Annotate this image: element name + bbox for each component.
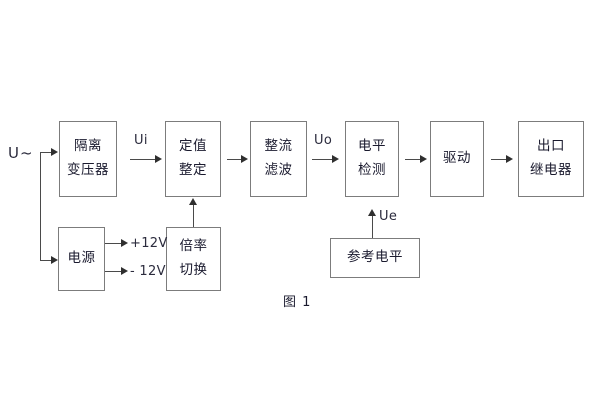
wire-reference-level-to-level-detect bbox=[372, 216, 373, 238]
wire-drive-to-output-relay bbox=[491, 159, 508, 160]
input-branch-trunk bbox=[40, 152, 41, 260]
input-feed-top-wire bbox=[40, 152, 52, 153]
input-feed-bottom-wire bbox=[40, 260, 52, 261]
block-power-supply-line-1: 电源 bbox=[67, 250, 96, 267]
block-level-detect: 电平 检测 bbox=[345, 121, 399, 197]
wire-ratio-switch-to-setting bbox=[193, 205, 194, 227]
arrow-power-supply-neg12v-icon bbox=[121, 267, 128, 275]
block-isolation-transformer-line-1: 隔离 bbox=[74, 138, 102, 155]
input-signal-label: U~ bbox=[8, 144, 34, 162]
block-ratio-switch-line-2: 切换 bbox=[179, 262, 208, 278]
arrow-reference-level-to-level-detect-icon bbox=[368, 209, 376, 216]
block-reference-level-line-1: 参考电平 bbox=[347, 249, 403, 266]
wire-power-supply-neg12v bbox=[105, 271, 123, 272]
block-output-relay: 出口 继电器 bbox=[518, 121, 584, 197]
block-rectify-filter-line-2: 滤波 bbox=[264, 162, 293, 178]
block-setting-value: 定值 整定 bbox=[165, 121, 221, 197]
block-isolation-transformer-line-2: 变压器 bbox=[67, 162, 109, 178]
arrow-rectify-to-level-detect-icon bbox=[332, 155, 339, 163]
input-feed-top-arrow-icon bbox=[51, 148, 58, 156]
arrow-isolation-to-setting-icon bbox=[155, 155, 162, 163]
block-drive-line-1: 驱动 bbox=[443, 150, 471, 167]
arrow-setting-to-rectify-icon bbox=[241, 155, 248, 163]
arrow-drive-to-output-relay-icon bbox=[506, 155, 513, 163]
block-output-relay-line-1: 出口 bbox=[537, 138, 565, 155]
block-output-relay-line-2: 继电器 bbox=[530, 162, 572, 178]
signal-label-ui: Ui bbox=[134, 133, 148, 148]
block-ratio-switch: 倍率 切换 bbox=[166, 227, 221, 291]
arrow-power-supply-pos12v-icon bbox=[121, 239, 128, 247]
wire-power-supply-pos12v bbox=[105, 243, 123, 244]
block-rectify-filter-line-1: 整流 bbox=[264, 138, 293, 155]
block-rectify-filter: 整流 滤波 bbox=[250, 121, 307, 197]
block-ratio-switch-line-1: 倍率 bbox=[179, 238, 208, 255]
wire-level-detect-to-drive bbox=[405, 159, 422, 160]
arrow-ratio-switch-to-setting-icon bbox=[189, 198, 197, 205]
block-level-detect-line-1: 电平 bbox=[358, 138, 386, 155]
block-reference-level: 参考电平 bbox=[330, 238, 420, 278]
block-setting-value-line-2: 整定 bbox=[179, 162, 207, 178]
signal-label-ue: Ue bbox=[379, 209, 398, 224]
block-drive: 驱动 bbox=[430, 121, 484, 197]
block-power-supply: 电源 bbox=[58, 227, 105, 291]
signal-label-neg12v: - 12V bbox=[130, 264, 166, 279]
wire-rectify-to-level-detect bbox=[312, 159, 334, 160]
wire-isolation-to-setting bbox=[130, 159, 156, 160]
input-feed-bottom-arrow-icon bbox=[51, 256, 58, 264]
figure-caption: 图 1 bbox=[283, 295, 312, 310]
arrow-level-detect-to-drive-icon bbox=[420, 155, 427, 163]
block-setting-value-line-1: 定值 bbox=[179, 138, 207, 155]
block-isolation-transformer: 隔离 变压器 bbox=[59, 121, 117, 197]
block-level-detect-line-2: 检测 bbox=[358, 162, 386, 178]
signal-label-pos12v: +12V bbox=[130, 236, 168, 251]
wire-setting-to-rectify bbox=[227, 159, 243, 160]
signal-label-uo: Uo bbox=[314, 133, 333, 148]
